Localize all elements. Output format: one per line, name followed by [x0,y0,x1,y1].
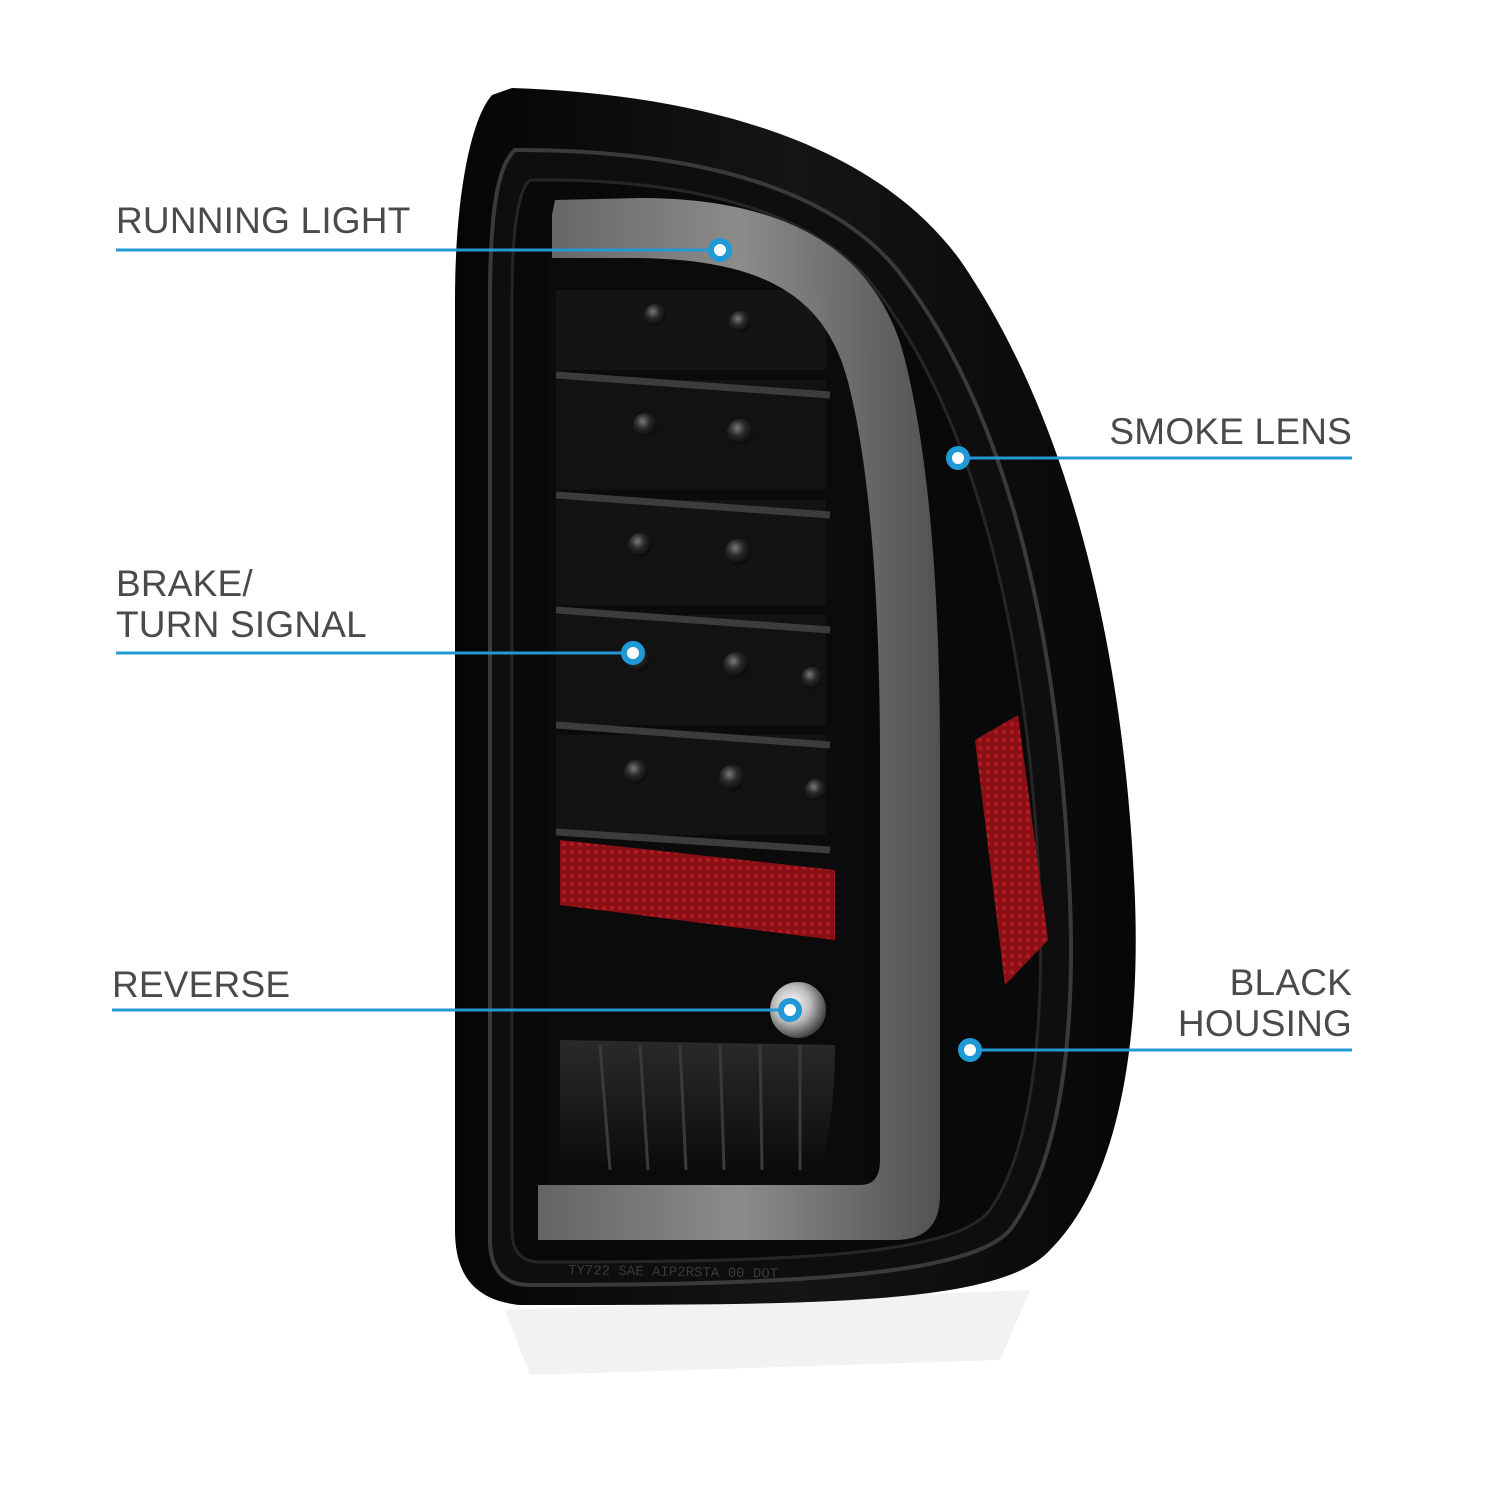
lens-marking: TY722 SAE AIP2RSTA 00 DOT [568,1263,778,1283]
callout-dot-black-housing [958,1038,982,1062]
label-brake-turn-signal-line-1: BRAKE/ [116,563,253,604]
callout-dot-smoke-lens [946,446,970,470]
label-brake-turn-signal-line-2: TURN SIGNAL [116,604,367,646]
label-smoke-lens-line-1: SMOKE LENS [1109,411,1352,452]
side-reflector [975,715,1048,985]
callout-black-housing [958,1038,1352,1062]
led-reflector-rows [555,290,831,854]
label-reverse-line-1: REVERSE [112,964,291,1005]
reverse-reflector [560,1040,835,1175]
callout-dot-reverse [778,998,802,1022]
callout-brake-turn-signal [116,641,645,665]
light-tube [538,198,940,1240]
label-black-housing-line-1: BLACK [1229,962,1352,1003]
reverse-reflector-ribs [598,1044,802,1171]
label-black-housing-line-2: HOUSING [1177,1003,1352,1045]
floor-reflection [505,1290,1030,1375]
label-black-housing: BLACK HOUSING [1178,962,1352,1045]
label-running-light: RUNNING LIGHT [116,200,411,241]
callout-dot-running-light [708,238,732,262]
callout-smoke-lens [946,446,1352,470]
red-reflector-strip [560,840,835,940]
label-reverse: REVERSE [112,964,290,1005]
label-brake-turn-signal: BRAKE/ TURN SIGNAL [116,563,367,646]
callout-reverse [112,998,802,1022]
callout-running-light [116,238,732,262]
callout-dot-brake-turn-signal [621,641,645,665]
label-smoke-lens: SMOKE LENS [1109,411,1352,452]
label-running-light-line-1: RUNNING LIGHT [116,200,411,241]
